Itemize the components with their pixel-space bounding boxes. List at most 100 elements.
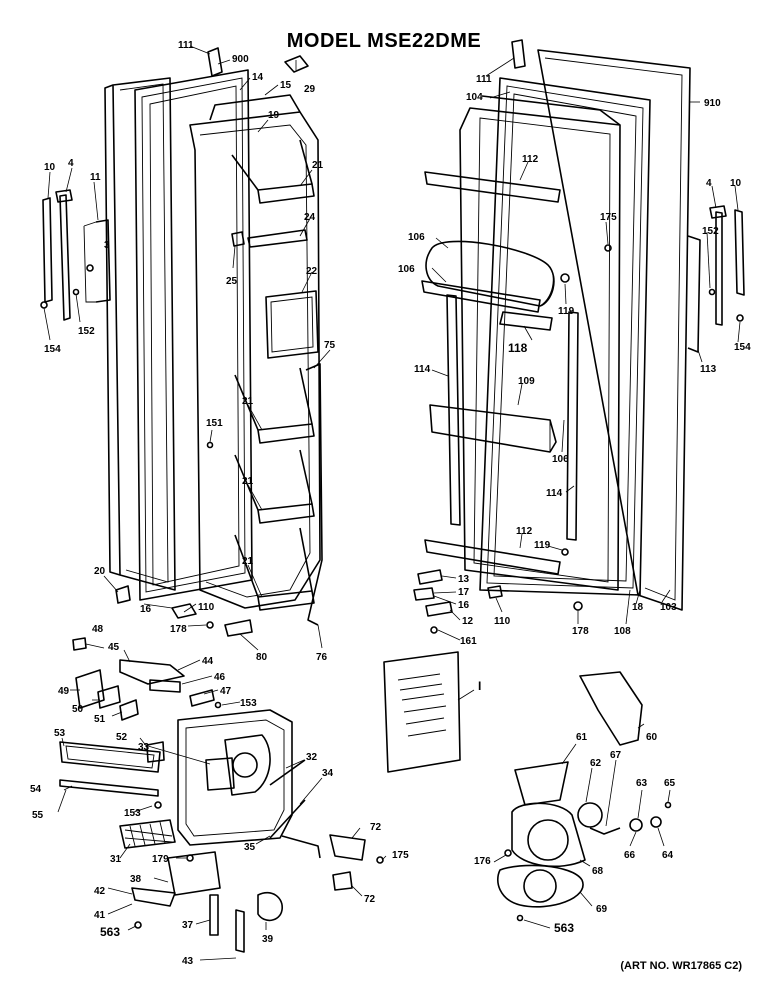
callout-46: 46 <box>214 672 226 683</box>
callout-labels: 111 900 14 29 15 19 10 4 11 3 152 154 21… <box>30 40 751 967</box>
callout-106: 106 <box>408 232 425 243</box>
callout-54: 54 <box>30 784 42 795</box>
callout-18: 18 <box>632 602 644 613</box>
callout-19: 19 <box>268 110 280 121</box>
callout-44: 44 <box>202 656 214 667</box>
callout-10: 10 <box>44 162 56 173</box>
callout-114: 114 <box>546 488 563 499</box>
fresh-food-door-liner <box>459 95 621 591</box>
freezer-door-outer-panel <box>104 77 176 591</box>
callout-53: 53 <box>54 728 66 739</box>
callout-64: 64 <box>662 850 674 861</box>
callout-61: 61 <box>576 732 588 743</box>
callout-119: 119 <box>534 540 551 551</box>
callout-37: 37 <box>182 920 194 931</box>
freezer-misc-parts <box>115 231 323 637</box>
callout-76: 76 <box>316 652 328 663</box>
callout-43: 43 <box>182 956 194 967</box>
callout-910: 910 <box>704 98 721 109</box>
callout-48: 48 <box>92 624 104 635</box>
callout-11: 11 <box>90 172 101 183</box>
callout-39: 39 <box>262 934 274 945</box>
callout-35: 35 <box>244 842 256 853</box>
callout-21: 21 <box>312 160 324 171</box>
dispenser-auger-and-grill <box>119 799 321 859</box>
callout-10: 10 <box>730 178 742 189</box>
callout-4: 4 <box>706 178 712 189</box>
instruction-card <box>383 651 461 773</box>
fresh-food-door-outer-panel <box>537 49 691 611</box>
callout-103: 103 <box>660 602 677 613</box>
diagram-title: MODEL MSE22DME <box>286 30 482 52</box>
callout-563: 563 <box>100 925 120 939</box>
fresh-food-top-parts <box>511 39 612 611</box>
callout-178: 178 <box>572 626 589 637</box>
callout-153: 153 <box>240 698 257 709</box>
freezer-door-liner <box>189 94 321 609</box>
callout-21: 21 <box>242 396 254 407</box>
callout-21: 21 <box>242 556 254 567</box>
callout-106: 106 <box>552 454 569 465</box>
callout-20: 20 <box>94 566 106 577</box>
callout-65: 65 <box>664 778 676 789</box>
callout-104: 104 <box>466 92 483 103</box>
freezer-dispenser-panel <box>265 290 319 359</box>
callout-12: 12 <box>462 616 474 627</box>
callout-52: 52 <box>116 732 128 743</box>
callout-900: 900 <box>232 54 249 65</box>
callout-42: 42 <box>94 886 106 897</box>
callout-49: 49 <box>58 686 70 697</box>
callout-154: 154 <box>44 344 61 355</box>
callout-108: 108 <box>614 626 631 637</box>
callout-109: 109 <box>518 376 535 387</box>
callout-4: 4 <box>68 158 74 169</box>
callout-14: 14 <box>252 72 264 83</box>
fresh-food-rails <box>446 294 579 541</box>
callout-112: 112 <box>522 154 539 165</box>
callout-153: 153 <box>124 808 141 819</box>
callout-55: 55 <box>32 810 44 821</box>
callout-75: 75 <box>324 340 336 351</box>
callout-47: 47 <box>220 686 232 697</box>
callout-175: 175 <box>392 850 409 861</box>
callout-16: 16 <box>458 600 470 611</box>
callout-68: 68 <box>592 866 604 877</box>
callout-50: 50 <box>72 704 84 715</box>
dispenser-housing <box>177 709 306 846</box>
callout-24: 24 <box>304 212 316 223</box>
callout-112: 112 <box>516 526 533 537</box>
callout-161: 161 <box>460 636 477 647</box>
callout-32: 32 <box>306 752 318 763</box>
callout-72: 72 <box>364 894 376 905</box>
callout-178: 178 <box>170 624 187 635</box>
callout-62: 62 <box>590 758 602 769</box>
callout-179: 179 <box>152 854 169 865</box>
callout-17: 17 <box>458 587 470 598</box>
fresh-food-rod-and-handle <box>687 205 745 353</box>
freezer-rod-and-handle <box>40 189 111 321</box>
callout-22: 22 <box>306 266 318 277</box>
callout-13: 13 <box>458 574 470 585</box>
callout-111: 111 <box>178 40 194 51</box>
dispenser-cover-plate <box>59 741 161 797</box>
leader-lines <box>43 45 741 961</box>
callout-60: 60 <box>646 732 658 743</box>
callout-110: 110 <box>494 616 511 627</box>
freezer-door-gasket <box>134 69 253 601</box>
callout-51: 51 <box>94 714 106 725</box>
callout-38: 38 <box>130 874 142 885</box>
dispenser-bracket-and-parts <box>131 834 384 953</box>
callout-21: 21 <box>242 476 254 487</box>
callout-80: 80 <box>256 652 268 663</box>
callout-I: I <box>478 679 481 693</box>
callout-152: 152 <box>702 226 719 237</box>
callout-152: 152 <box>78 326 95 337</box>
callout-31: 31 <box>110 854 122 865</box>
callout-66: 66 <box>624 850 636 861</box>
fresh-food-shelves <box>421 171 561 575</box>
callout-119: 119 <box>558 306 575 317</box>
freezer-shelves <box>231 139 315 611</box>
callout-3: 3 <box>104 240 110 251</box>
callout-114: 114 <box>414 364 431 375</box>
callout-15: 15 <box>280 80 292 91</box>
